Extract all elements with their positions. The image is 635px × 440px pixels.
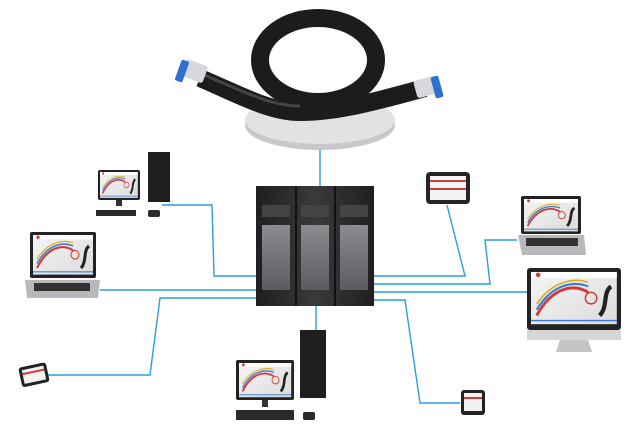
laptop-icon [518,196,586,255]
desktop-icon [96,152,170,217]
link-desktop-top-left [162,204,256,277]
link-phone-right [374,299,460,404]
tablet-icon [426,172,470,204]
laptop-icon [25,232,100,298]
phone-icon [461,390,485,415]
phone-icon [18,362,50,387]
desktop-top-left[interactable] [96,152,170,217]
monitor-icon [527,268,621,352]
server-rack-icon [256,186,374,306]
monitor-right[interactable] [527,268,621,352]
hose-icon [175,9,444,150]
phone-right[interactable] [461,390,485,415]
laptop-right[interactable] [518,196,586,255]
phone-left[interactable] [18,362,50,387]
laptop-left[interactable] [25,232,100,298]
network-links [48,150,527,404]
link-laptop-right [374,239,517,285]
link-tablet-right [374,204,466,277]
desktop-icon [236,330,326,420]
link-phone-left [48,297,256,376]
desktop-bottom[interactable] [236,330,326,420]
tablet-right[interactable] [426,172,470,204]
